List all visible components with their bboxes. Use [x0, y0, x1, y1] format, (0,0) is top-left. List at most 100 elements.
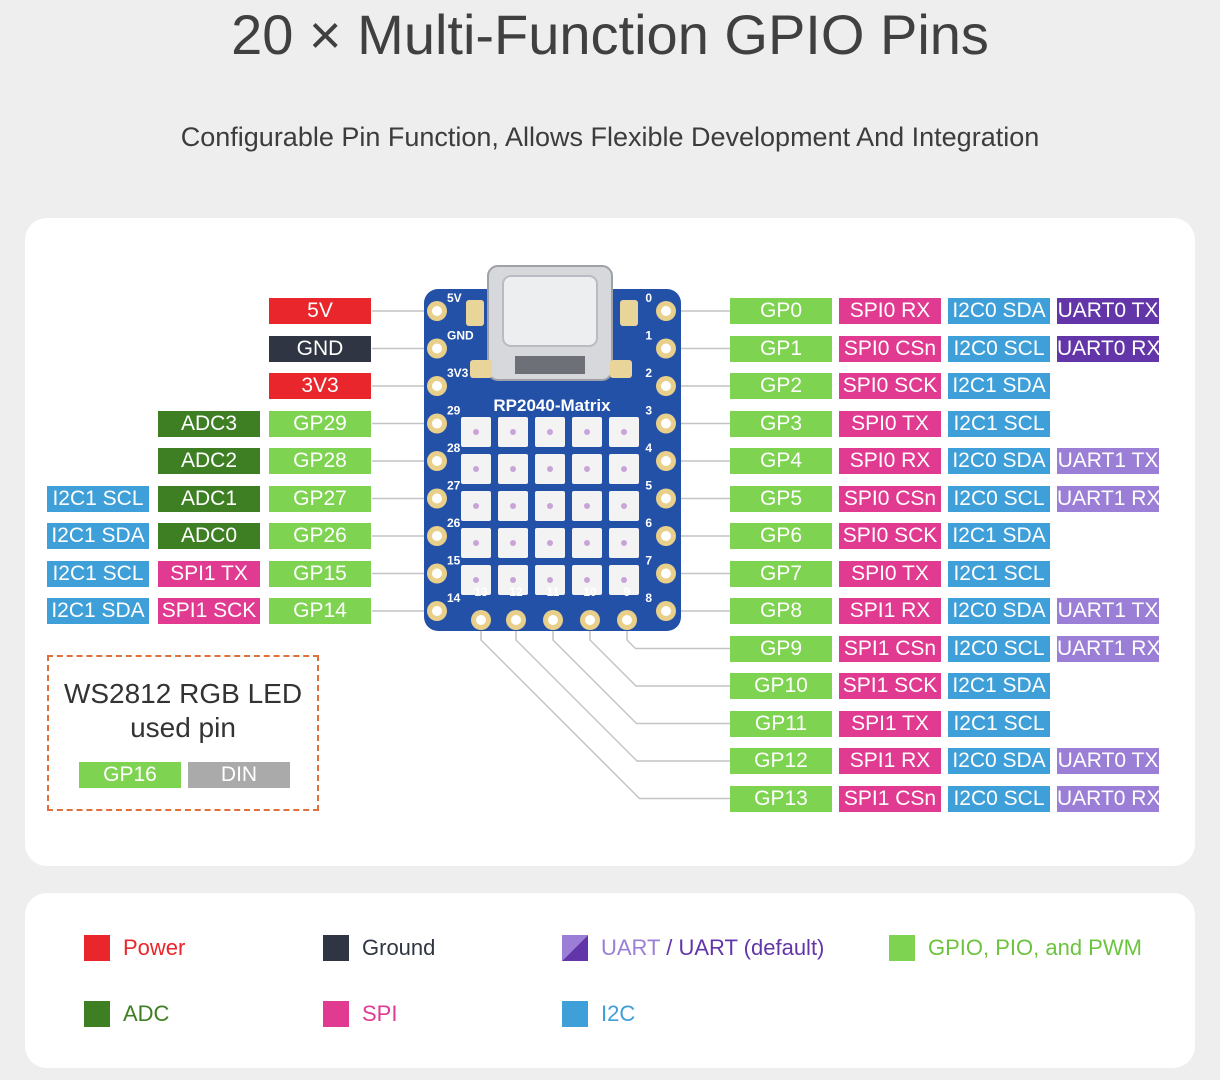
pin-label-gp7: GP7	[730, 561, 832, 587]
pin-label-spi0-csn: SPI0 CSn	[839, 336, 941, 362]
pad-left-15-hole	[432, 568, 442, 579]
usb-pad-br	[610, 360, 632, 378]
pin-num-left-28: 28	[447, 441, 461, 455]
wire-bottom-2	[552, 628, 730, 725]
led-dot-2-4	[621, 503, 627, 509]
pin-label-adc3: ADC3	[158, 411, 260, 437]
pin-num-left-15: 15	[447, 554, 461, 568]
pin-label-adc1: ADC1	[158, 486, 260, 512]
rp2040-matrix-board: RP2040-Matrix5VGND3V32928272615140123456…	[424, 265, 681, 631]
pin-num-right-8: 8	[645, 591, 652, 605]
pad-right-2-hole	[661, 381, 671, 391]
pin-label-adc0: ADC0	[158, 523, 260, 549]
pin-label-gp11: GP11	[730, 711, 832, 737]
pin-label-i2c1-sda: I2C1 SDA	[948, 523, 1050, 549]
pad-left-29-hole	[432, 418, 442, 429]
pin-label-uart1-tx: UART1 TX	[1057, 598, 1159, 624]
pin-label-spi0-sck: SPI0 SCK	[839, 523, 941, 549]
legend-card: Power Ground UART / UART (default) GPIO,…	[25, 893, 1195, 1068]
pin-num-left-gnd: GND	[447, 329, 474, 343]
pin-num-left-27: 27	[447, 479, 461, 493]
led-dot-0-3	[584, 429, 590, 435]
legend-i2c-label: I2C	[601, 1001, 636, 1026]
pad-left-14-hole	[432, 606, 442, 616]
led-dot-2-1	[510, 503, 516, 509]
led-dot-3-1	[510, 540, 516, 546]
pin-num-left-3v3: 3V3	[447, 366, 469, 380]
led-dot-3-2	[547, 540, 553, 546]
pin-label-gp14: GP14	[269, 598, 371, 624]
pin-label-spi1-csn: SPI1 CSn	[839, 636, 941, 662]
pin-label-gp26: GP26	[269, 523, 371, 549]
pin-label-spi0-rx: SPI0 RX	[839, 448, 941, 474]
pin-label-gp29: GP29	[269, 411, 371, 437]
pin-label-uart0-rx: UART0 RX	[1057, 786, 1159, 812]
pin-label-uart0-tx: UART0 TX	[1057, 298, 1159, 324]
pin-label-uart1-tx: UART1 TX	[1057, 448, 1159, 474]
pin-label-gp0: GP0	[730, 298, 832, 324]
pin-num-right-6: 6	[645, 516, 652, 530]
legend-spi-swatch	[323, 1001, 349, 1027]
pad-bottom-11-hole	[548, 615, 558, 625]
led-dot-4-1	[510, 577, 516, 583]
pad-left-26-hole	[432, 531, 442, 541]
wire-bottom-4	[626, 628, 730, 650]
led-dot-4-2	[547, 577, 553, 583]
pin-label-gp3: GP3	[730, 411, 832, 437]
pin-label-i2c1-sda: I2C1 SDA	[47, 523, 149, 549]
led-dot-1-0	[473, 466, 479, 472]
pin-num-right-4: 4	[645, 441, 652, 455]
pin-num-bottom-13: 13	[474, 585, 488, 599]
pin-num-left-26: 26	[447, 516, 461, 530]
usb-pad-left	[466, 300, 484, 326]
pin-label-i2c1-sda: I2C1 SDA	[47, 598, 149, 624]
pin-label-i2c1-scl: I2C1 SCL	[47, 561, 149, 587]
pin-label-i2c1-scl: I2C1 SCL	[948, 411, 1050, 437]
pin-label-i2c1-scl: I2C1 SCL	[948, 561, 1050, 587]
pad-right-0-hole	[661, 306, 671, 316]
pin-label-spi0-tx: SPI0 TX	[839, 411, 941, 437]
wire-bottom-1	[515, 628, 730, 762]
pin-label-i2c0-scl: I2C0 SCL	[948, 636, 1050, 662]
legend-gpio-label: GPIO, PIO, and PWM	[928, 935, 1142, 960]
pin-label-spi0-rx: SPI0 RX	[839, 298, 941, 324]
pin-label-uart1-rx: UART1 RX	[1057, 486, 1159, 512]
pin-label-din: DIN	[188, 762, 290, 788]
pin-label-i2c0-sda: I2C0 SDA	[948, 598, 1050, 624]
pin-label-3v3: 3V3	[269, 373, 371, 399]
pin-num-bottom-9: 9	[624, 585, 631, 599]
legend-power-label: Power	[123, 935, 186, 960]
led-dot-1-1	[510, 466, 516, 472]
pin-label-uart0-rx: UART0 RX	[1057, 336, 1159, 362]
led-dot-3-4	[621, 540, 627, 546]
led-dot-2-3	[584, 503, 590, 509]
pin-num-right-2: 2	[645, 366, 652, 380]
pad-right-5-hole	[661, 493, 671, 504]
led-dot-0-2	[547, 429, 553, 435]
pin-label-spi1-sck: SPI1 SCK	[839, 673, 941, 699]
usb-pad-bl	[470, 360, 492, 378]
led-dot-4-4	[621, 577, 627, 583]
pad-right-6-hole	[661, 531, 671, 541]
pin-label-spi0-tx: SPI0 TX	[839, 561, 941, 587]
led-dot-1-4	[621, 466, 627, 472]
pad-bottom-13-hole	[476, 615, 486, 625]
pin-num-right-7: 7	[645, 554, 652, 568]
pin-label-spi1-rx: SPI1 RX	[839, 748, 941, 774]
pin-num-left-29: 29	[447, 404, 461, 418]
pin-label-i2c1-scl: I2C1 SCL	[948, 711, 1050, 737]
pad-left-5v-hole	[432, 306, 442, 316]
led-dot-0-4	[621, 429, 627, 435]
legend-adc-label: ADC	[123, 1001, 170, 1026]
legend-ground-label: Ground	[362, 935, 436, 960]
pad-bottom-10-hole	[585, 615, 595, 625]
pin-label-gp4: GP4	[730, 448, 832, 474]
legend-uart-label: UART / UART (default)	[601, 935, 824, 961]
pin-label-gp2: GP2	[730, 373, 832, 399]
legend-ground-swatch	[323, 935, 349, 961]
pin-label-gp13: GP13	[730, 786, 832, 812]
pin-label-uart0-tx: UART0 TX	[1057, 748, 1159, 774]
pin-label-gp8: GP8	[730, 598, 832, 624]
led-dot-3-3	[584, 540, 590, 546]
